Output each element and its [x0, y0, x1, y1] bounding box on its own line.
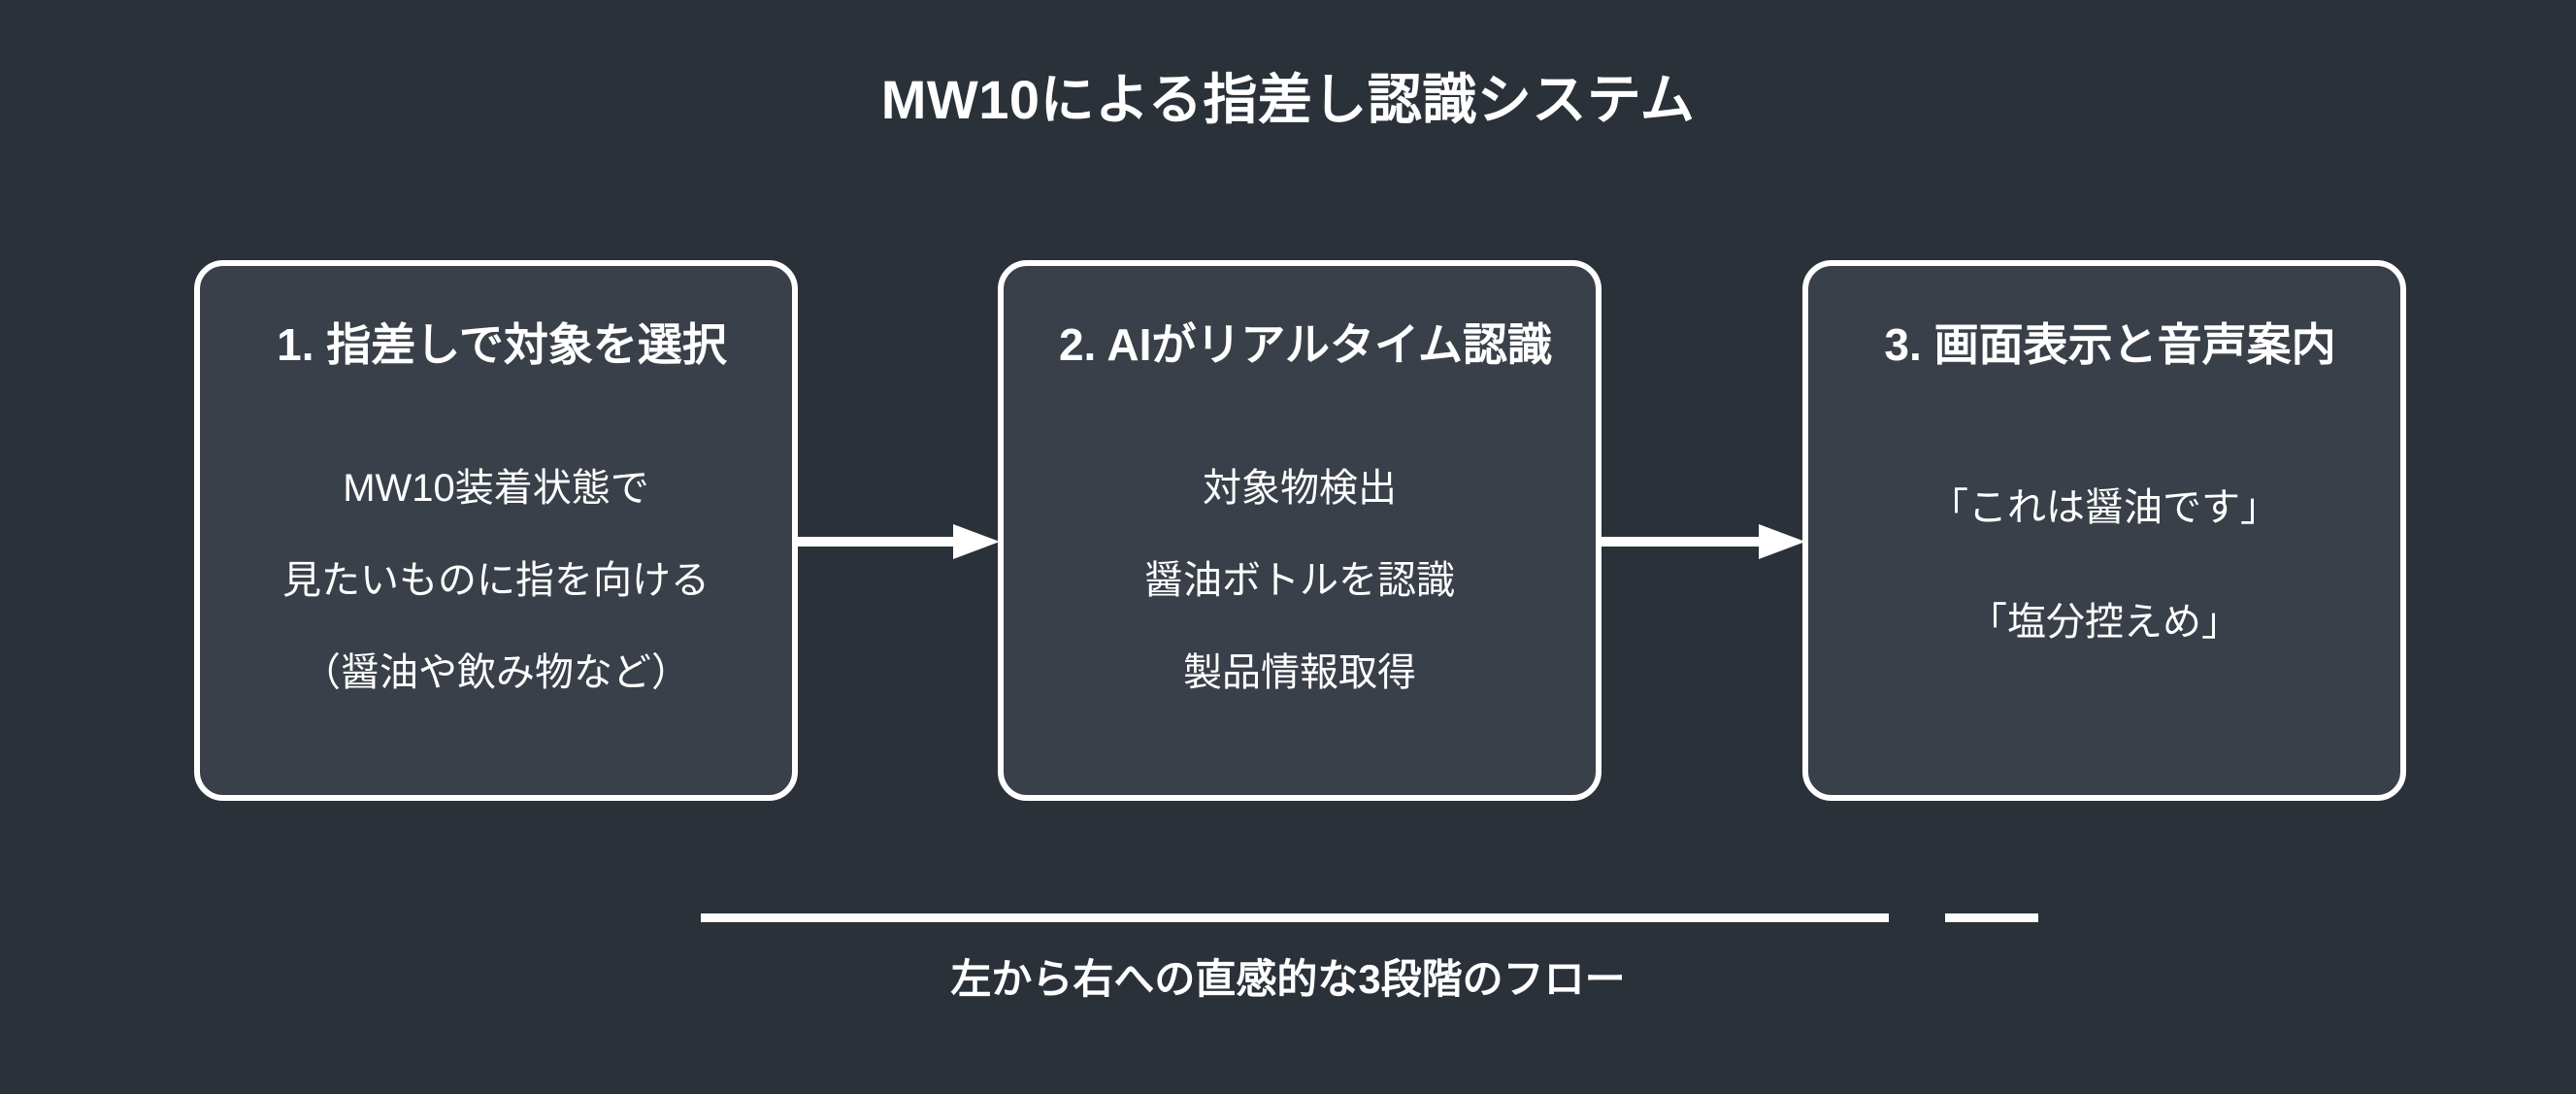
step-1-body-line-3: （醤油や飲み物など）	[302, 651, 690, 694]
step-1-heading: 1. 指差しで対象を選択	[277, 319, 727, 370]
step-box-3: 3. 画面表示と音声案内 「これは醤油です」 「塩分控えめ」	[1802, 260, 2406, 801]
step-1-body-line-1: MW10装着状態で	[343, 467, 649, 510]
step-3-body: 「これは醤油です」 「塩分控えめ」	[1808, 450, 2400, 680]
step-2-body: 対象物検出 醤油ボトルを認識 製品情報取得	[1004, 443, 1596, 719]
step-box-2: 2. AIがリアルタイム認識 対象物検出 醤油ボトルを認識 製品情報取得	[998, 260, 1602, 801]
step-1-body-line-2: 見たいものに指を向ける	[282, 559, 710, 602]
step-3-heading: 3. 画面表示と音声案内	[1884, 319, 2336, 370]
diagram-title: MW10による指差し認識システム	[880, 69, 1696, 130]
step-box-1: 1. 指差しで対象を選択 MW10装着状態で 見たいものに指を向ける （醤油や飲…	[194, 260, 798, 801]
step-1-body: MW10装着状態で 見たいものに指を向ける （醤油や飲み物など）	[200, 443, 792, 719]
arrow-step2-to-step3-icon	[1602, 522, 1807, 561]
footer-divider-rule	[701, 913, 1889, 922]
step-2-body-line-1: 対象物検出	[1203, 467, 1397, 510]
step-2-body-line-2: 醤油ボトルを認識	[1144, 559, 1455, 602]
step-3-body-line-1: 「これは醤油です」	[1930, 486, 2279, 529]
step-2-heading: 2. AIがリアルタイム認識	[1058, 319, 1553, 370]
step-2-body-line-3: 製品情報取得	[1183, 651, 1416, 694]
footer-caption: 左から右への直感的な3段階のフロー	[950, 956, 1626, 1002]
footer-divider-dash	[1945, 913, 2038, 922]
step-3-body-line-2: 「塩分控えめ」	[1968, 601, 2240, 644]
arrow-step1-to-step2-icon	[798, 522, 1002, 561]
